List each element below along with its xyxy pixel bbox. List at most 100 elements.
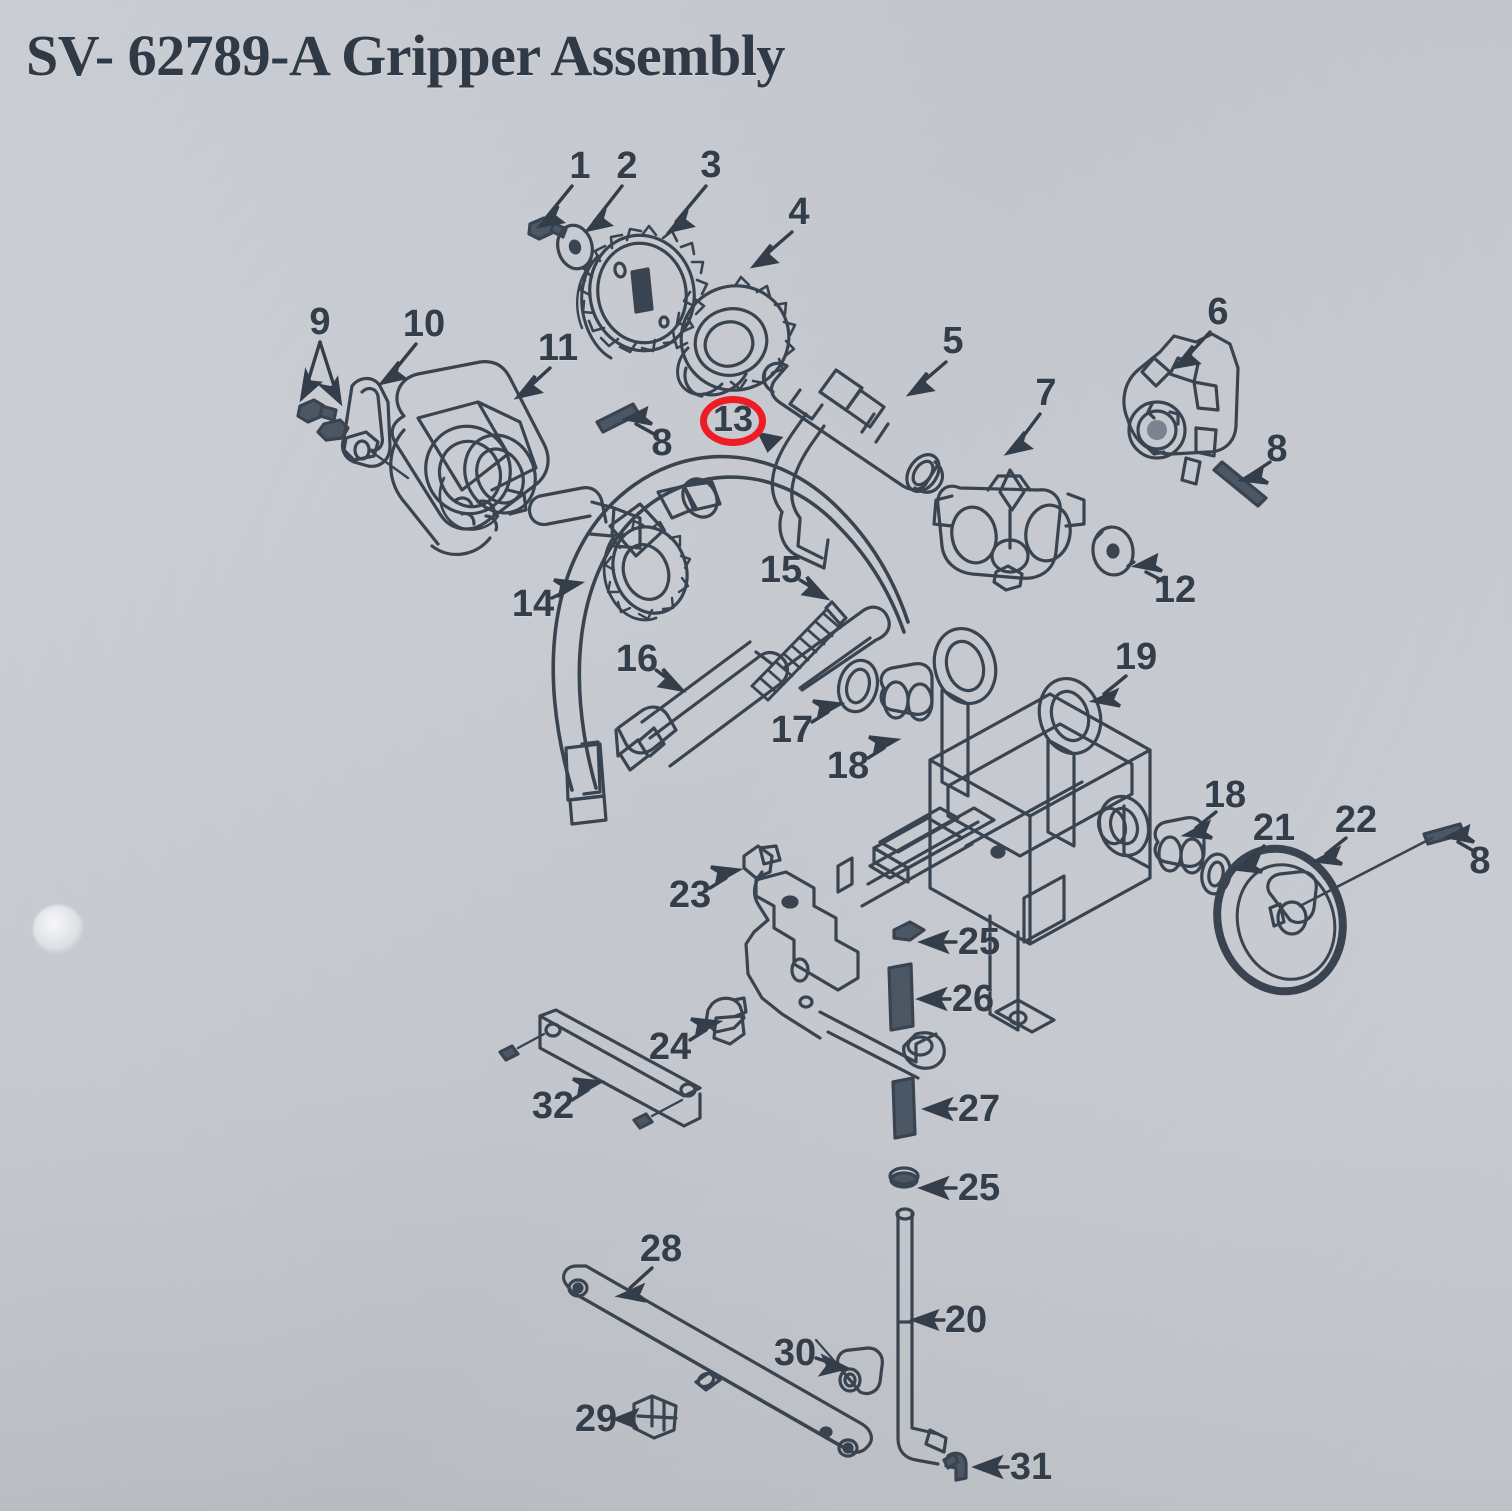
- callout-label-28: 28: [639, 1228, 683, 1270]
- arrow-19: [1088, 674, 1128, 708]
- callout-label-10: 10: [402, 303, 446, 345]
- callout-label-20: 20: [944, 1299, 988, 1341]
- arrow-25b: [917, 1175, 958, 1201]
- part-20-vertical-rod: [895, 1207, 948, 1466]
- callout-label-24: 24: [648, 1026, 692, 1068]
- part-6-housing: [1122, 332, 1240, 486]
- arrow-22: [1310, 836, 1348, 866]
- callout-label-8c: 8: [1469, 840, 1491, 882]
- arrow-12: [1130, 552, 1165, 583]
- arrow-16: [654, 667, 687, 693]
- arrow-29: [611, 1407, 640, 1431]
- arrow-9: [299, 340, 343, 407]
- arrow-3: [665, 184, 708, 234]
- arrow-10: [377, 342, 418, 386]
- callout-label-25b: 25: [957, 1167, 1001, 1209]
- part-5-shaft: [761, 361, 945, 570]
- callout-label-8a: 8: [651, 422, 673, 464]
- paper-smudge: [33, 905, 83, 953]
- arrow-1: [535, 184, 574, 229]
- part-13-curved-arm: [551, 454, 910, 826]
- callout-label-13: 13: [712, 398, 754, 439]
- callout-label-8b: 8: [1266, 428, 1288, 470]
- part-17-washer: [836, 658, 880, 714]
- part-18-bushings: [879, 662, 1206, 875]
- callout-label-30: 30: [773, 1332, 817, 1374]
- part-32-support-bar: [498, 1008, 702, 1130]
- callout-label-29: 29: [574, 1398, 618, 1440]
- arrow-8b: [1236, 460, 1272, 485]
- part-24-knob: [704, 996, 748, 1046]
- arrow-8a: [620, 405, 656, 436]
- callout-label-12: 12: [1153, 569, 1197, 611]
- arrow-32: [570, 1077, 606, 1102]
- callout-label-6: 6: [1207, 291, 1229, 333]
- callout-label-16: 16: [615, 638, 659, 680]
- arrow-25a: [917, 929, 958, 955]
- callout-label-4: 4: [788, 191, 810, 233]
- arrow-26: [915, 986, 952, 1012]
- callout-arrows: [299, 184, 1476, 1480]
- part-8-dowel-pins: [595, 402, 1466, 846]
- callout-label-23: 23: [668, 874, 712, 916]
- arrow-14: [550, 578, 586, 600]
- arrow-11: [513, 366, 552, 400]
- part-15-spring: [750, 600, 848, 702]
- callout-label-7: 7: [1035, 372, 1057, 414]
- arrow-20: [909, 1308, 946, 1332]
- part-10-latch-plate: [340, 376, 392, 468]
- callout-label-2: 2: [616, 145, 638, 187]
- part-29-connector: [632, 1394, 678, 1440]
- part-2-washer: [556, 223, 594, 271]
- arrow-13: [756, 431, 784, 453]
- arrow-27: [921, 1096, 958, 1122]
- arrow-28: [614, 1266, 654, 1303]
- callout-label-15: 15: [759, 549, 803, 591]
- part-7-coupling: [932, 468, 1086, 592]
- arrow-18a: [866, 735, 902, 760]
- callout-label-27: 27: [957, 1088, 1001, 1130]
- part-31-clip: [942, 1451, 968, 1482]
- callout-label-17: 17: [770, 709, 814, 751]
- part-25-26-27-pins: [887, 920, 926, 1189]
- arrow-23: [708, 865, 744, 890]
- part-9-screws: [296, 398, 350, 442]
- arrow-15: [798, 575, 831, 601]
- arrow-30: [814, 1353, 851, 1377]
- callout-label-18b: 18: [1203, 774, 1247, 816]
- callout-label-11: 11: [537, 327, 579, 369]
- arrow-31: [971, 1454, 1010, 1480]
- part-23-bracket-lever: [742, 844, 946, 1080]
- part-11-gripper-head: [389, 360, 550, 556]
- part-28-link-arm: [562, 1264, 873, 1458]
- callout-label-22: 22: [1334, 799, 1378, 841]
- arrow-6: [1171, 330, 1212, 370]
- arrow-17: [810, 699, 846, 724]
- arrow-5: [905, 360, 948, 397]
- arrow-2: [583, 184, 624, 233]
- callout-label-14: 14: [511, 583, 555, 625]
- page-title: SV- 62789-A Gripper Assembly: [26, 23, 785, 88]
- part-19-frame-body: [860, 626, 1152, 1034]
- callout-label-3: 3: [700, 144, 722, 186]
- part-3-gear: [576, 224, 709, 360]
- callout-label-1: 1: [569, 145, 591, 187]
- part-16-push-rod: [614, 605, 891, 772]
- callout-label-5: 5: [942, 320, 964, 362]
- arrow-4: [749, 230, 794, 269]
- callout-label-32: 32: [531, 1085, 575, 1127]
- callout-label-21: 21: [1252, 807, 1296, 849]
- arrow-21: [1230, 844, 1266, 874]
- callout-label-19: 19: [1114, 636, 1158, 678]
- callout-label-18a: 18: [826, 745, 870, 787]
- callout-label-31: 31: [1009, 1446, 1053, 1488]
- callout-label-26: 26: [951, 978, 995, 1020]
- arrow-8c: [1442, 823, 1476, 852]
- part-4-bevel-gear: [672, 275, 797, 398]
- part-12-washer: [1091, 525, 1136, 577]
- arrow-18b: [1180, 810, 1218, 840]
- callout-label-25a: 25: [957, 921, 1001, 963]
